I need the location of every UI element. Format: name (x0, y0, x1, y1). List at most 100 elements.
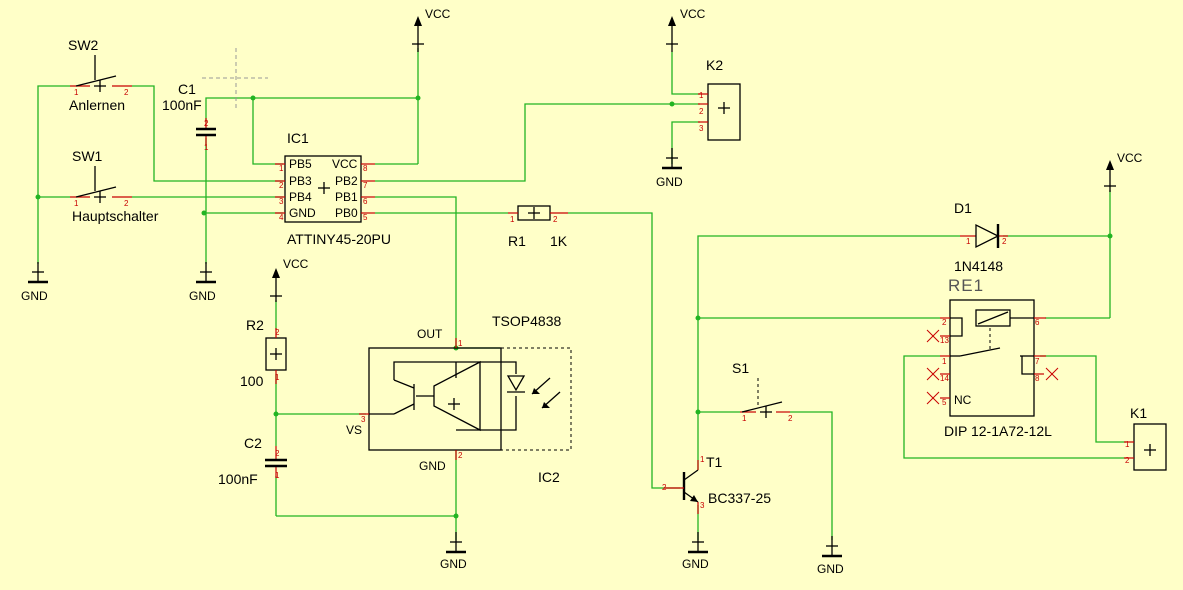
ic1-value: ATTINY45-20PU (287, 231, 391, 247)
svg-text:PB5: PB5 (289, 157, 312, 171)
svg-text:5: 5 (942, 398, 947, 407)
svg-text:14: 14 (940, 374, 949, 383)
connector-k2: 1 2 3 K2 (698, 57, 741, 141)
svg-text:6: 6 (363, 197, 368, 206)
d1-label: D1 (954, 200, 972, 216)
relay-re1: 2 13 1 14 5 6 7 8 NC RE1 DIP 12-1A72-12L (926, 276, 1059, 439)
svg-text:GND: GND (189, 289, 216, 303)
junctions (35, 95, 1113, 519)
svg-text:GND: GND (419, 459, 446, 473)
svg-text:1: 1 (699, 91, 704, 100)
svg-text:OUT: OUT (417, 327, 443, 341)
ic2-value: TSOP4838 (492, 313, 561, 329)
connector-k1: 1 2 K1 (1124, 405, 1167, 471)
svg-text:4: 4 (279, 213, 284, 222)
svg-text:2: 2 (458, 451, 463, 460)
svg-text:1: 1 (275, 373, 280, 382)
svg-text:PB2: PB2 (335, 174, 358, 188)
sw2-label: SW2 (68, 37, 99, 53)
svg-text:VCC: VCC (283, 257, 309, 271)
t1-value: BC337-25 (708, 490, 771, 506)
svg-text:VS: VS (346, 423, 362, 437)
svg-text:8: 8 (1035, 374, 1040, 383)
s1-label: S1 (732, 360, 749, 376)
ic2-tsop4838: 1 2 3 OUT VS GND TSOP4838 IC2 (346, 313, 572, 485)
gnd-symbols: GND GND GND GND GND (21, 148, 844, 576)
svg-text:13: 13 (940, 336, 949, 345)
k2-label: K2 (706, 57, 723, 73)
resistor-r1: 1 2 R1 1K (508, 205, 568, 249)
svg-text:1: 1 (510, 215, 515, 224)
svg-text:GND: GND (289, 206, 316, 220)
svg-text:2: 2 (1125, 456, 1130, 465)
svg-text:3: 3 (699, 124, 704, 133)
c2-label: C2 (244, 435, 262, 451)
vcc-symbols: VCC VCC VCC VCC (270, 7, 1143, 302)
switch-sw1: 1 2 SW1 Hauptschalter (70, 148, 159, 224)
ic2-label: IC2 (538, 469, 560, 485)
r1-value: 1K (550, 233, 568, 249)
svg-text:VCC: VCC (1117, 151, 1143, 165)
svg-text:1: 1 (700, 455, 705, 464)
svg-text:3: 3 (279, 197, 284, 206)
svg-text:1: 1 (74, 199, 79, 208)
svg-text:GND: GND (682, 557, 709, 571)
svg-text:2: 2 (1002, 237, 1007, 246)
svg-text:2: 2 (275, 328, 280, 337)
ic1-label: IC1 (287, 130, 309, 146)
svg-text:2: 2 (662, 483, 667, 492)
switch-s1: 1 2 S1 (732, 360, 793, 423)
gnd-sw: GND (21, 262, 48, 303)
svg-text:3: 3 (700, 501, 705, 510)
gnd-t1: GND (682, 532, 709, 571)
svg-text:GND: GND (817, 562, 844, 576)
vcc-relay: VCC (1104, 151, 1143, 192)
r2-label: R2 (246, 317, 264, 333)
sw2-value: Anlernen (69, 97, 125, 113)
svg-text:GND: GND (21, 289, 48, 303)
svg-text:VCC: VCC (680, 7, 706, 21)
svg-text:1: 1 (279, 164, 284, 173)
k1-label: K1 (1130, 405, 1147, 421)
svg-text:7: 7 (1035, 357, 1040, 366)
svg-text:VCC: VCC (425, 7, 451, 21)
svg-text:PB1: PB1 (335, 190, 358, 204)
svg-text:GND: GND (440, 557, 467, 571)
gnd-ic2: GND (440, 532, 467, 571)
svg-text:2: 2 (275, 449, 280, 458)
svg-text:PB4: PB4 (289, 190, 312, 204)
svg-text:1: 1 (942, 357, 947, 366)
svg-text:2: 2 (124, 88, 129, 97)
svg-text:1: 1 (742, 414, 747, 423)
svg-text:2: 2 (942, 318, 947, 327)
svg-text:1: 1 (275, 471, 280, 480)
re1-value: DIP 12-1A72-12L (944, 423, 1052, 439)
sw1-value: Hauptschalter (72, 208, 159, 224)
switch-sw2: 1 2 SW2 Anlernen (68, 37, 132, 113)
svg-text:1: 1 (458, 339, 463, 348)
diode-d1: 1 2 D1 1N4148 (954, 200, 1008, 274)
c2-value: 100nF (218, 471, 258, 487)
svg-text:2: 2 (204, 119, 209, 128)
svg-text:2: 2 (699, 107, 704, 116)
svg-text:PB3: PB3 (289, 174, 312, 188)
svg-text:2: 2 (553, 215, 558, 224)
vcc-ic1: VCC (412, 7, 451, 52)
svg-text:8: 8 (363, 164, 368, 173)
svg-text:2: 2 (124, 199, 129, 208)
ic1-attiny45: 1 2 3 4 8 7 6 5 PB5 PB3 PB4 GND VCC PB2 … (275, 130, 391, 247)
gnd-c1: GND (189, 262, 216, 303)
re1-label: RE1 (948, 276, 984, 295)
svg-text:VCC: VCC (332, 157, 358, 171)
svg-text:2: 2 (279, 181, 284, 190)
svg-text:3: 3 (361, 415, 366, 424)
svg-text:7: 7 (363, 181, 368, 190)
svg-text:1: 1 (74, 88, 79, 97)
svg-text:1: 1 (204, 143, 209, 152)
c1-label: C1 (178, 81, 196, 97)
r2-value: 100 (240, 373, 264, 389)
wires (37, 48, 1126, 540)
svg-text:PB0: PB0 (335, 206, 358, 220)
svg-text:GND: GND (656, 175, 683, 189)
